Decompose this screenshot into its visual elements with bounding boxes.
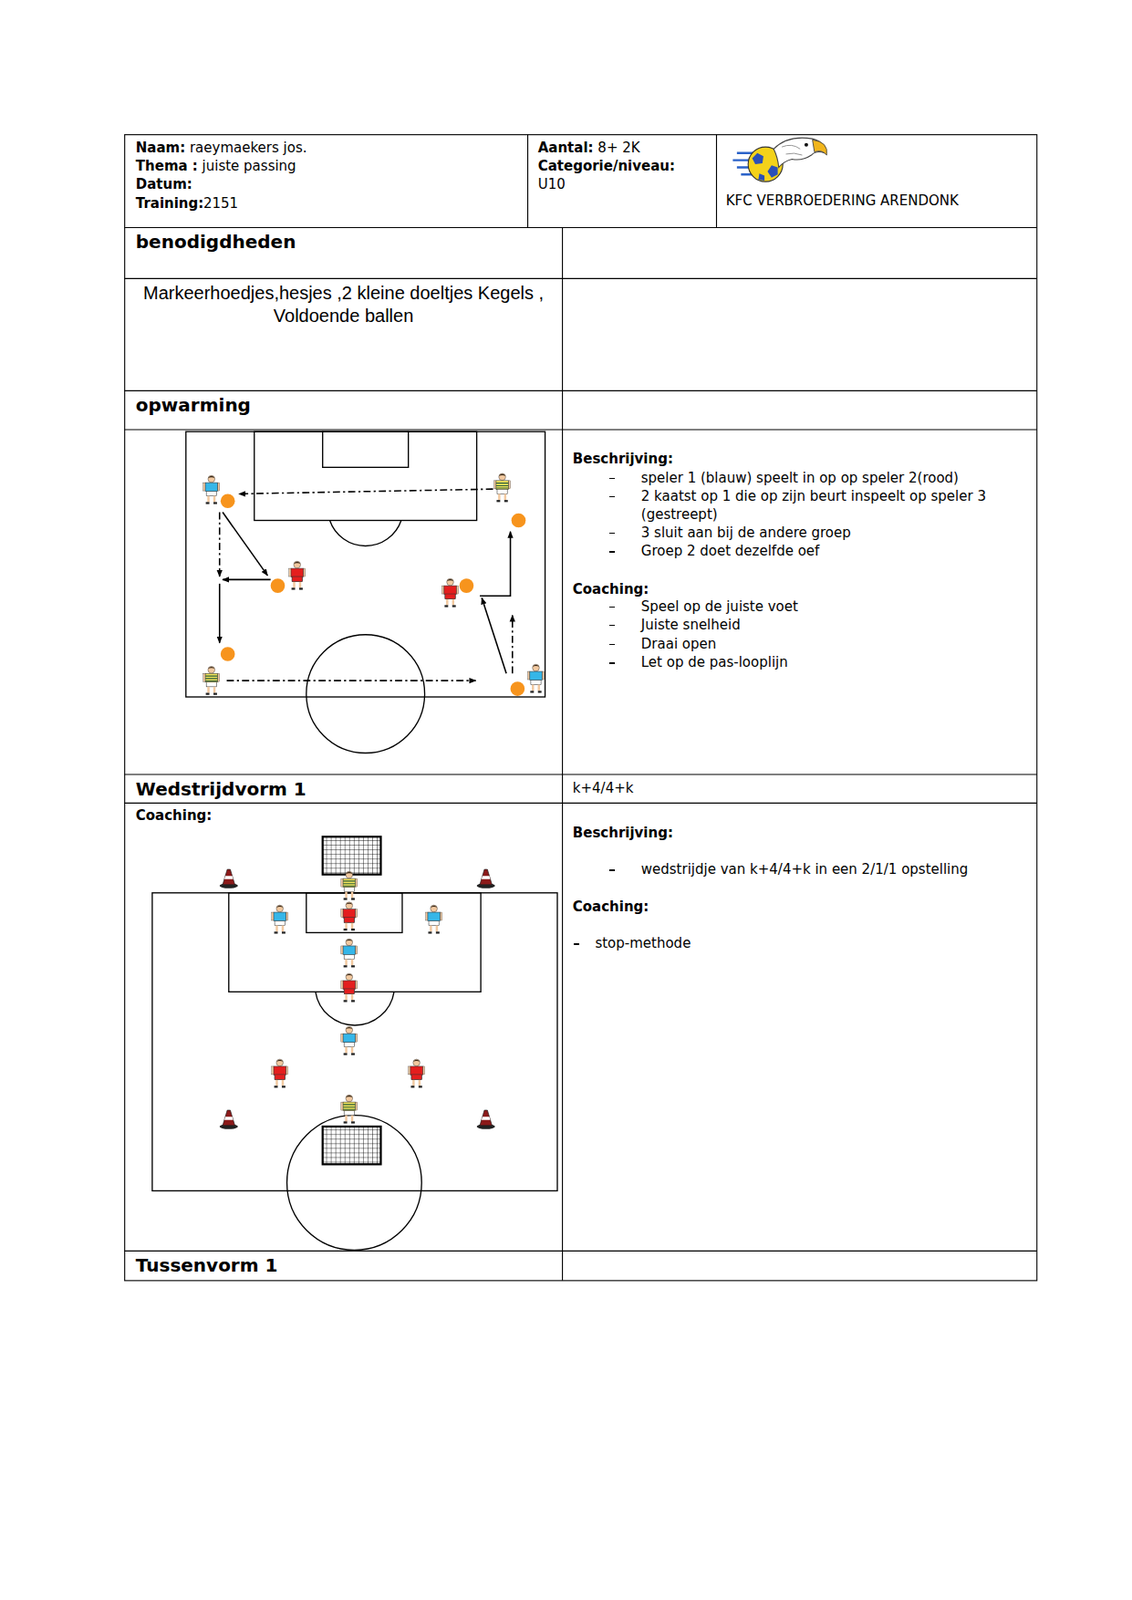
cell-text: stop-methode: [594, 934, 691, 953]
field-label: Beschrijving:: [572, 823, 674, 842]
cell-text: wedstrijdje van k+4/4+k in een 2/1/1 ops…: [641, 860, 1025, 879]
cell-text: k+4/4+k: [572, 778, 634, 798]
match-players: [271, 871, 443, 1123]
cones: [219, 869, 496, 1130]
field-label: Coaching:: [572, 580, 650, 599]
field-label: Datum:: [135, 175, 193, 194]
cell-text: KFC VERBROEDERING ARENDONK: [726, 191, 959, 210]
table-cell: Coaching:: [124, 803, 563, 1252]
section-heading: benodigdheden: [135, 230, 297, 253]
table-cell: benodigdheden: [124, 228, 563, 280]
warmup-arrows: [219, 488, 513, 681]
bullet-dash: [609, 662, 615, 664]
table-cell: Aantal:8+ 2KCategorie/niveau:U10: [528, 135, 717, 229]
bullet-dash: [609, 624, 615, 626]
field-label: Naam:: [135, 138, 186, 157]
warmup-field: [186, 431, 546, 753]
field-label: Categorie/niveau:: [538, 156, 676, 176]
cell-text: juiste passing: [202, 156, 297, 176]
section-heading: opwarming: [135, 394, 251, 416]
cell-text: speler 1 (blauw) speelt in op op speler …: [641, 468, 959, 488]
cell-text: 8+ 2K: [597, 138, 640, 157]
cell-text: Speel op de juiste voet: [641, 597, 799, 616]
field-label: Beschrijving:: [572, 449, 674, 468]
cell-text: 3 sluit aan bij de andere groep: [641, 523, 852, 542]
cell-text: Draai open: [641, 634, 717, 654]
cell-text: Markeerhoedjes,hesjes ,2 kleine doeltjes…: [138, 281, 550, 328]
section-heading: Tussenvorm 1: [135, 1254, 279, 1277]
table-cell: Wedstrijdvorm 1: [124, 774, 563, 803]
table-cell: opwarming: [124, 391, 563, 431]
table-grid: [124, 135, 1038, 1281]
cell-text: Groep 2 doet dezelfde oef: [641, 541, 821, 561]
cell-text: U10: [538, 175, 566, 194]
cell-text: 2151: [203, 194, 239, 213]
cell-text: 2 kaatst op 1 die op zijn beurt inspeelt…: [641, 487, 1025, 524]
bullet-dash: [609, 532, 615, 534]
cell-text: Let op de pas-looplijn: [641, 653, 789, 672]
bullet-dash: [609, 496, 615, 498]
match-field: [152, 893, 558, 1251]
table-cell: Markeerhoedjes,hesjes ,2 kleine doeltjes…: [124, 279, 563, 392]
table-cell: Naam:raeymaekers jos.Thema :juiste passi…: [124, 135, 529, 229]
cell-text: Juiste snelheid: [641, 615, 741, 634]
table-cell: Beschrijving: wedstrijdje van k+4/4+k in …: [562, 803, 1038, 1252]
field-label: Aantal:: [538, 138, 594, 157]
bullet-dash: [609, 477, 615, 479]
small-goals: [322, 836, 382, 1164]
warmup-balls: [220, 493, 526, 696]
bullet-dash: [573, 943, 580, 946]
bullet-dash: [609, 606, 615, 608]
warmup-players: [203, 473, 545, 696]
table-cell: Tussenvorm 1: [124, 1251, 563, 1282]
table-cell: k+4/4+k: [562, 774, 1038, 803]
club-logo: [732, 137, 827, 182]
section-heading: Wedstrijdvorm 1: [135, 778, 307, 800]
bullet-dash: [609, 550, 615, 552]
bullet-dash: [609, 643, 615, 645]
field-label: Coaching:: [572, 897, 650, 916]
field-label: Coaching:: [135, 806, 213, 825]
bullet-dash: [609, 869, 615, 871]
field-label: Training:: [135, 194, 204, 213]
table-cell: KFC VERBROEDERING ARENDONK: [716, 135, 1038, 229]
field-label: Thema :: [135, 156, 198, 176]
table-cell: Beschrijving:speler 1 (blauw) speelt in …: [562, 429, 1038, 775]
cell-text: raeymaekers jos.: [189, 138, 308, 157]
